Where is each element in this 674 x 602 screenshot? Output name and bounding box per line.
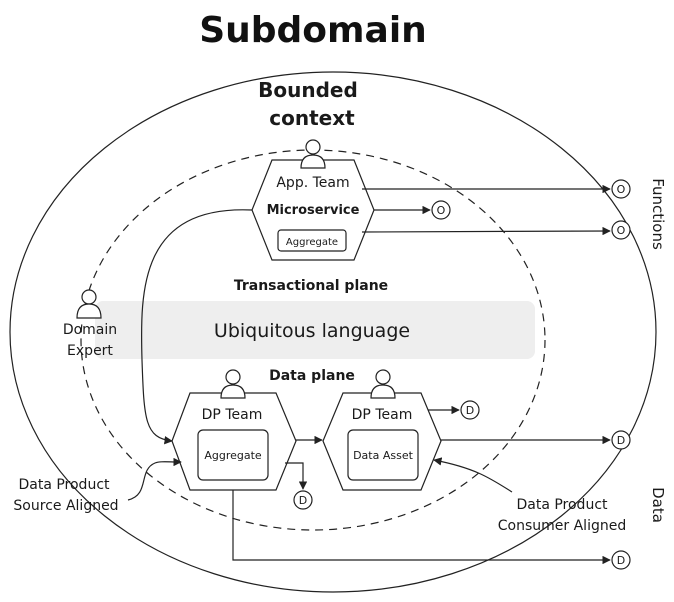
output-port-internal: O <box>431 200 451 220</box>
ubiquitous-language-label: Ubiquitous language <box>214 320 410 342</box>
source-aligned-label-line2: Source Aligned <box>13 498 118 514</box>
microservice-node: App. Team Microservice Aggregate <box>251 139 375 261</box>
functions-side-label: Functions <box>649 178 667 250</box>
transactional-plane-label: Transactional plane <box>234 278 388 294</box>
output-port-2: O <box>611 220 631 240</box>
data-port-consumer-local-label: D <box>466 404 474 417</box>
dp-consumer-team-icon <box>370 369 396 399</box>
dp-source-team-icon <box>220 369 246 399</box>
consumer-aligned-label-line1: Data Product <box>516 497 608 513</box>
dp-consumer-asset-label: Data Asset <box>353 449 414 462</box>
edge-consumer-aligned-pointer <box>433 457 513 493</box>
source-aligned-label-line1: Data Product <box>18 477 110 493</box>
data-port-bottom: D <box>611 550 631 570</box>
edge-source-aligned-pointer <box>127 457 182 501</box>
subdomain-boundary <box>9 71 657 593</box>
edge-microservice-function-2 <box>361 226 611 236</box>
microservice-aggregate-label: Aggregate <box>286 237 338 248</box>
bounded-context-label-line2: context <box>269 106 355 130</box>
dp-consumer-node: DP Team Data Asset <box>322 369 442 491</box>
domain-expert-icon <box>76 289 102 319</box>
data-side-label: Data <box>649 487 667 523</box>
app-team-icon <box>300 139 326 169</box>
domain-expert-label-line1: Domain <box>63 322 117 338</box>
edge-microservice-to-dp-source <box>140 209 253 445</box>
output-port-1: O <box>611 179 631 199</box>
output-port-1-label: O <box>617 183 626 196</box>
dp-source-team-label: DP Team <box>202 407 263 423</box>
data-port-right-label: D <box>617 434 625 447</box>
consumer-aligned-label-line2: Consumer Aligned <box>498 518 626 534</box>
diagram-title: Subdomain <box>199 10 427 51</box>
data-plane-label: Data plane <box>269 368 355 384</box>
dp-source-node: DP Team Aggregate <box>171 369 297 491</box>
data-port-source-local: D <box>293 490 313 510</box>
output-port-2-label: O <box>617 224 626 237</box>
dp-source-aggregate-label: Aggregate <box>204 449 262 462</box>
edge-dp-source-local-output <box>285 462 308 490</box>
dp-source-aggregate-box <box>197 429 269 481</box>
dp-consumer-team-label: DP Team <box>352 407 413 423</box>
microservice-aggregate-box <box>277 229 347 252</box>
output-port-internal-label: O <box>437 204 446 217</box>
dp-consumer-asset-box <box>347 429 419 481</box>
ubiquitous-language-band <box>95 301 535 359</box>
bounded-context-label-line1: Bounded <box>258 78 358 102</box>
microservice-label: Microservice <box>267 203 360 218</box>
data-port-bottom-label: D <box>617 554 625 567</box>
data-port-consumer-local: D <box>460 400 480 420</box>
data-port-right: D <box>611 430 631 450</box>
domain-expert-label-line2: Expert <box>67 343 113 359</box>
edge-dp-source-to-data <box>232 490 611 565</box>
app-team-label: App. Team <box>276 175 349 191</box>
data-port-source-local-label: D <box>299 494 307 507</box>
